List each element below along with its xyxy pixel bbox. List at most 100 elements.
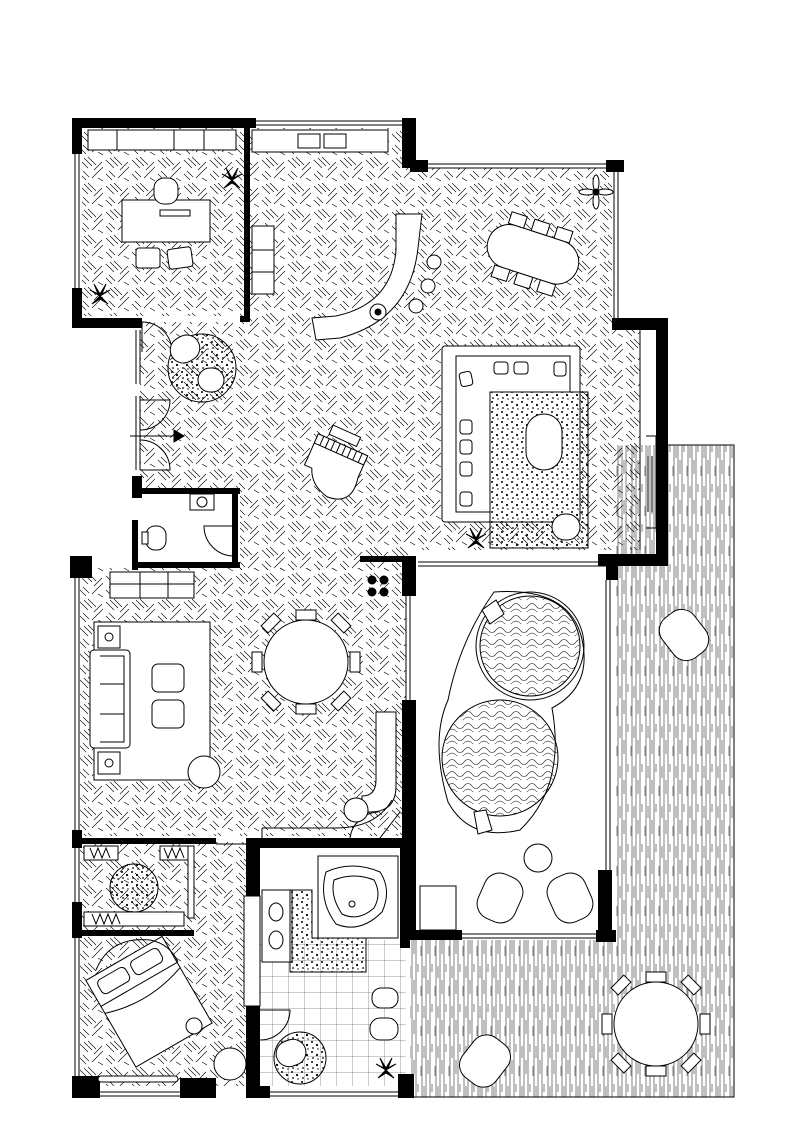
chair (295, 703, 317, 715)
sofa-seat (455, 355, 571, 513)
window (405, 596, 411, 700)
armchair (187, 755, 221, 789)
ottoman (151, 699, 185, 729)
walls (70, 118, 668, 1098)
piano-bench (328, 424, 362, 448)
chair (610, 974, 632, 996)
armchair (197, 367, 225, 393)
shelf-unit (109, 571, 195, 599)
storage-box (419, 885, 457, 931)
terrace-edge (414, 444, 735, 1098)
dining-table-group (486, 211, 580, 297)
wall (244, 128, 250, 322)
nightstand (185, 1017, 203, 1035)
dining-chair (490, 264, 511, 283)
wall (612, 318, 668, 330)
armchair (551, 513, 581, 541)
bar-stool (408, 298, 424, 314)
wardrobe (83, 845, 119, 861)
pool-spa (479, 595, 581, 697)
shelf-lines (110, 572, 194, 598)
wall (240, 316, 250, 322)
sofa (89, 649, 131, 749)
wall (606, 556, 618, 580)
cushion (553, 361, 567, 377)
wall (72, 118, 82, 154)
lounge-chair (459, 1034, 511, 1088)
window (428, 163, 606, 169)
wall (398, 1074, 414, 1098)
study-furniture (87, 129, 243, 305)
sink (323, 133, 347, 149)
chair (645, 1065, 667, 1077)
window (135, 330, 141, 384)
bookshelf-divisions (116, 130, 205, 150)
wardrobe-rail (187, 845, 195, 919)
chair (610, 1052, 632, 1074)
family-furniture (89, 571, 397, 838)
bathroom-fixtures (243, 855, 399, 1085)
bed (85, 935, 213, 1068)
chair (260, 690, 282, 712)
plant-icon (89, 283, 111, 305)
dining-chair (507, 211, 528, 229)
bar-stool (426, 254, 442, 270)
wall (72, 1076, 100, 1098)
wall (360, 556, 416, 562)
wall (402, 930, 462, 940)
round-table-group (251, 609, 361, 715)
sofa-seat-lines (100, 655, 125, 743)
bedroom-furniture (85, 935, 247, 1083)
bar-stool (420, 278, 436, 294)
window (613, 172, 619, 318)
pool-step (481, 599, 505, 625)
counter-line (261, 799, 393, 838)
hanger-lines (91, 912, 121, 926)
sink-basin (196, 496, 208, 508)
wall (402, 556, 416, 596)
vanity (261, 889, 293, 963)
wall (72, 118, 256, 128)
entry-arrow-head (173, 429, 185, 443)
wall (232, 488, 238, 566)
chair (260, 612, 282, 634)
wall (132, 476, 142, 498)
entry-door (139, 439, 171, 471)
wardrobe (83, 911, 185, 927)
cushion (513, 361, 529, 375)
living-furniture (167, 333, 589, 549)
window (270, 1091, 398, 1097)
piano-key-lines (319, 436, 363, 463)
monitor (159, 209, 191, 217)
bookshelf (87, 129, 237, 151)
side-table (523, 843, 553, 873)
ottoman (151, 663, 185, 693)
chair (680, 974, 702, 996)
drain (348, 900, 356, 908)
cushion (459, 491, 473, 507)
bidet (371, 987, 399, 1009)
window (100, 1091, 180, 1097)
side-counter-lines (252, 249, 274, 273)
closet-furniture (83, 845, 195, 927)
armchair (169, 334, 201, 364)
lamp (104, 632, 114, 642)
toilet (369, 1017, 399, 1041)
kitchen-furniture (251, 129, 614, 341)
wall (598, 870, 612, 940)
headboard-arc (95, 939, 179, 971)
curved-island (311, 213, 423, 341)
sliding-door (647, 456, 653, 512)
wall (656, 318, 668, 566)
doors (130, 321, 401, 1041)
wall (400, 838, 410, 948)
flower-icon (367, 575, 389, 597)
powder-room-fixtures (141, 493, 215, 551)
cushion (493, 361, 509, 375)
chair (349, 651, 361, 673)
armchair (343, 797, 369, 823)
mirror (243, 895, 261, 1007)
wall (80, 930, 194, 936)
lounge-chair (546, 872, 594, 924)
plant-icon (465, 527, 487, 549)
